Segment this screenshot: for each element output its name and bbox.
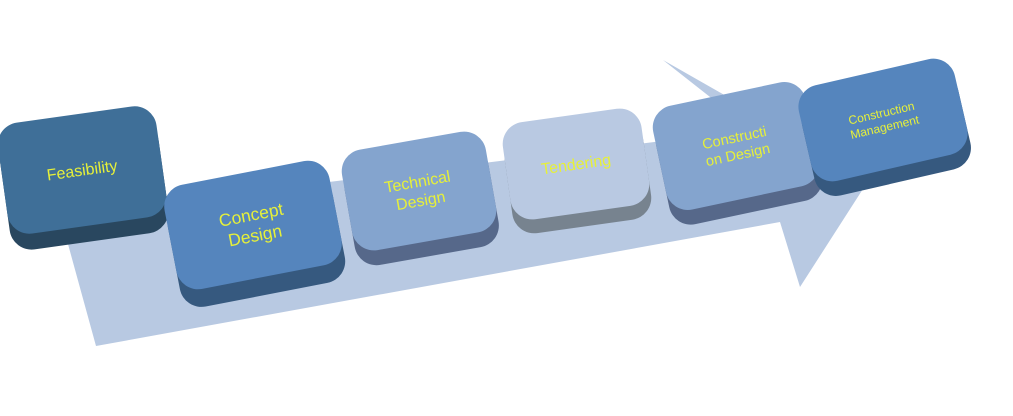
step-tile: TechnicalDesign	[341, 131, 499, 266]
step-tile: Construction Design	[652, 82, 823, 225]
step-tile-face	[798, 58, 968, 182]
step-tile-face	[502, 108, 650, 220]
step-tile-face	[652, 82, 820, 210]
step-tile-face	[164, 160, 342, 290]
step-tile-face	[341, 131, 497, 251]
step-tile: ConstructionManagement	[798, 58, 971, 196]
step-tile: Tendering	[502, 108, 652, 234]
step-tile-face	[0, 106, 167, 234]
step-tile: Feasibility	[0, 106, 169, 250]
step-tile: ConceptDesign	[164, 160, 346, 307]
steps-layer: FeasibilityConceptDesignTechnicalDesignT…	[0, 58, 971, 307]
